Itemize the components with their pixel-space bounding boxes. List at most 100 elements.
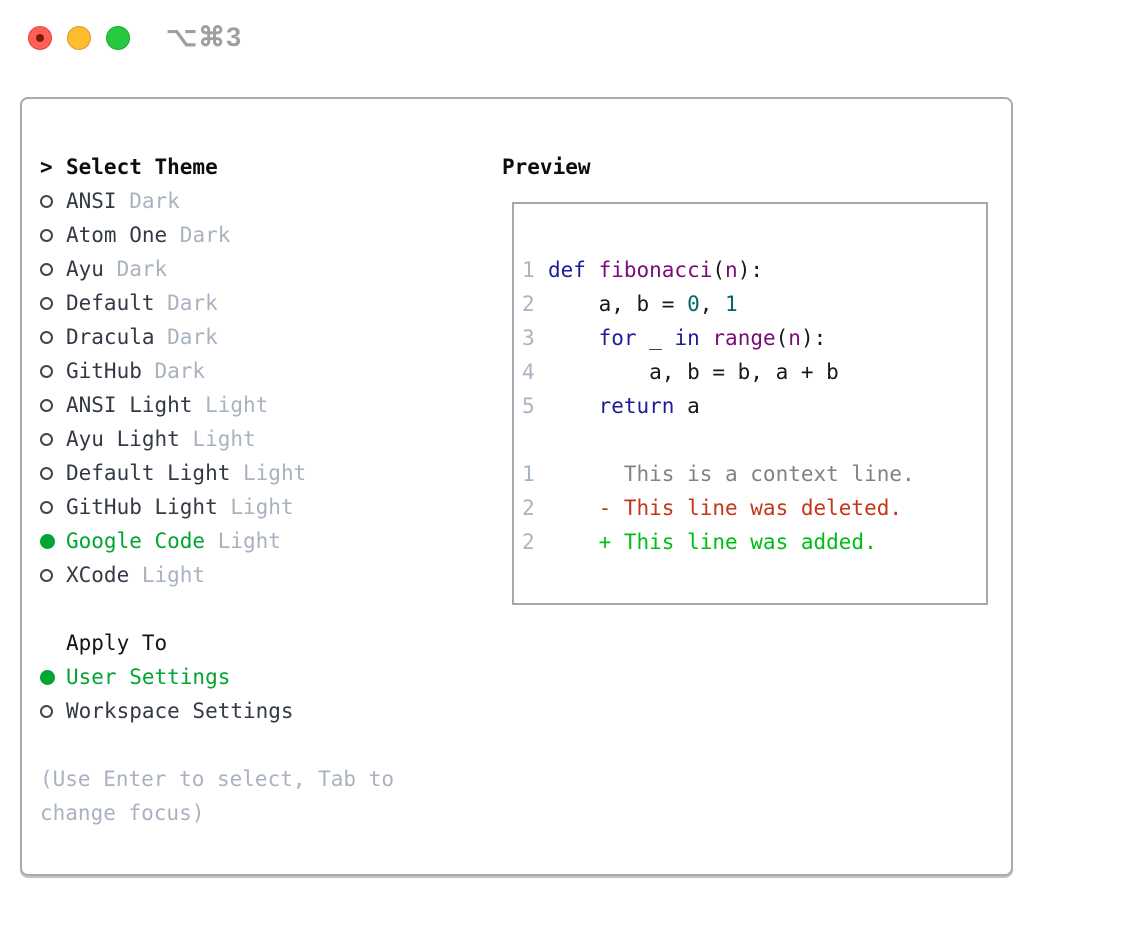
radio-icon <box>40 194 53 208</box>
radio-icon <box>40 432 53 446</box>
radio-icon <box>40 262 53 276</box>
theme-option-default-light[interactable]: Default Light Light <box>40 456 476 490</box>
theme-variant: Dark <box>154 291 218 315</box>
line-number: 2 <box>522 530 535 554</box>
theme-variant: Light <box>192 393 269 417</box>
line-number: 2 <box>522 496 535 520</box>
radio-icon <box>40 296 53 310</box>
record-dot-icon <box>36 34 44 42</box>
code-segment: ( <box>775 326 789 350</box>
code-segment: for <box>598 326 637 350</box>
theme-option-google-code[interactable]: Google Code Light <box>40 524 476 558</box>
code-segment: ): <box>737 258 763 282</box>
apply-to-header: Apply To <box>40 626 476 660</box>
spacer <box>40 728 476 762</box>
radio-selected-icon <box>40 669 55 685</box>
select-theme-header: > Select Theme <box>40 150 476 184</box>
preview-title: Preview <box>502 155 591 179</box>
code-line: 3 for _ in range(n): <box>522 321 986 355</box>
code-segment: in <box>674 326 700 350</box>
radio-icon-box <box>40 432 66 446</box>
theme-option-github-light[interactable]: GitHub Light Light <box>40 490 476 524</box>
code-segment: ): <box>800 326 827 350</box>
code-segment: , <box>699 292 726 316</box>
line-number: 2 <box>522 292 535 316</box>
theme-option-github[interactable]: GitHub Dark <box>40 354 476 388</box>
theme-variant: Dark <box>103 257 168 281</box>
theme-variant: Dark <box>154 325 218 349</box>
radio-icon-box <box>40 194 66 208</box>
theme-option-ansi-light[interactable]: ANSI Light Light <box>40 388 476 422</box>
caret-icon: > <box>40 155 53 179</box>
theme-option-ansi[interactable]: ANSI Dark <box>40 184 476 218</box>
theme-variant: Dark <box>116 189 180 213</box>
window-title: ⌥⌘3 <box>166 22 243 52</box>
theme-option-ayu[interactable]: Ayu Dark <box>40 252 476 286</box>
theme-option-default[interactable]: Default Dark <box>40 286 476 320</box>
code-segment: ( <box>712 258 726 282</box>
code-segment: a, b = b, a + b <box>548 360 839 384</box>
theme-name: ANSI <box>66 189 117 213</box>
code-segment: + This line was added. <box>548 530 877 554</box>
theme-variant: Light <box>217 495 294 519</box>
spacer <box>40 592 476 626</box>
code-segment: - This line was deleted. <box>548 496 903 520</box>
code-segment: range <box>712 326 776 350</box>
code-segment: return <box>598 394 675 418</box>
close-button[interactable] <box>28 26 52 50</box>
code-line: 2 + This line was added. <box>522 525 986 559</box>
theme-option-ayu-light[interactable]: Ayu Light Light <box>40 422 476 456</box>
line-number: 4 <box>522 360 535 384</box>
radio-icon-box <box>40 466 66 480</box>
minimize-button[interactable] <box>67 26 91 50</box>
code-segment: a <box>674 394 700 418</box>
apply-option-user-settings[interactable]: User Settings <box>40 660 476 694</box>
radio-selected-icon <box>40 533 55 549</box>
radio-icon-box <box>40 364 66 378</box>
theme-name: Google Code <box>66 529 206 553</box>
code-segment <box>548 326 599 350</box>
code-segment <box>548 394 599 418</box>
theme-option-xcode[interactable]: XCode Light <box>40 558 476 592</box>
code-line <box>522 423 986 457</box>
radio-icon-box <box>40 704 66 718</box>
theme-variant: Light <box>230 461 307 485</box>
theme-name: GitHub <box>66 359 142 383</box>
radio-icon <box>40 330 53 344</box>
theme-variant: Dark <box>141 359 206 383</box>
code-segment <box>700 326 713 350</box>
code-segment: a, b = <box>548 292 688 316</box>
line-number: 3 <box>522 326 535 350</box>
theme-name: Default Light <box>66 461 231 485</box>
theme-option-dracula[interactable]: Dracula Dark <box>40 320 476 354</box>
theme-variant: Light <box>205 529 281 553</box>
radio-icon-box <box>40 330 66 344</box>
radio-icon-box <box>40 398 66 412</box>
titlebar: ⌥⌘3 <box>0 0 1140 76</box>
code-segment: fibonacci <box>598 258 713 282</box>
radio-icon <box>40 500 53 514</box>
radio-icon <box>40 364 53 378</box>
zoom-button[interactable] <box>106 26 130 50</box>
code-segment: _ <box>636 326 675 350</box>
radio-icon <box>40 228 53 242</box>
radio-icon-box <box>40 296 66 310</box>
radio-icon <box>40 568 53 582</box>
help-text: (Use Enter to select, Tab to change focu… <box>40 767 395 825</box>
radio-icon-box <box>40 568 66 582</box>
radio-icon-box <box>40 533 66 549</box>
theme-name: GitHub Light <box>66 495 218 519</box>
theme-name: Atom One <box>66 223 168 247</box>
apply-to-title: Apply To <box>66 631 168 655</box>
radio-icon <box>40 704 53 718</box>
theme-option-atom-one[interactable]: Atom One Dark <box>40 218 476 252</box>
code-line: 1 This is a context line. <box>522 457 986 491</box>
apply-option-workspace-settings[interactable]: Workspace Settings <box>40 694 476 728</box>
theme-name: Ayu <box>66 257 104 281</box>
